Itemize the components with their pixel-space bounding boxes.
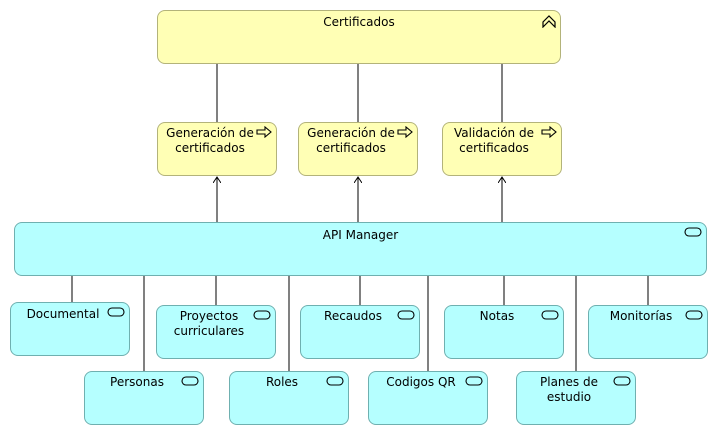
process-arrow-icon xyxy=(256,125,272,141)
service-label: Documental xyxy=(26,307,100,321)
application-service-icon xyxy=(684,226,702,241)
application-service-icon xyxy=(181,375,199,390)
notas-service-node[interactable]: Notas xyxy=(444,305,564,359)
application-service-icon xyxy=(253,309,271,324)
service-label: Monitorías xyxy=(609,309,673,323)
business-service-icon xyxy=(542,14,556,31)
process-arrow-icon xyxy=(397,125,413,141)
application-service-icon xyxy=(397,309,415,324)
process-label: Generación de certificados xyxy=(166,126,254,155)
application-service-icon xyxy=(107,306,125,321)
certificados-service-node[interactable]: Certificados xyxy=(157,10,561,64)
service-label: Recaudos xyxy=(324,309,382,323)
service-label: Notas xyxy=(479,309,515,323)
planes-de-estudio-service-node[interactable]: Planes de estudio xyxy=(516,371,636,425)
roles-service-node[interactable]: Roles xyxy=(229,371,349,425)
application-service-icon xyxy=(685,309,703,324)
process-arrow-icon xyxy=(541,125,557,141)
proyectos-curriculares-service-node[interactable]: Proyectos curriculares xyxy=(156,305,276,359)
application-service-icon xyxy=(613,375,631,390)
service-label: Roles xyxy=(265,375,299,389)
codigos-qr-service-node[interactable]: Codigos QR xyxy=(368,371,488,425)
process-label: Validación de certificados xyxy=(454,126,534,155)
api-manager-node[interactable]: API Manager xyxy=(14,222,707,276)
documental-service-node[interactable]: Documental xyxy=(10,302,130,356)
recaudos-service-node[interactable]: Recaudos xyxy=(300,305,420,359)
generacion-certificados-process-2[interactable]: Generación de certificados xyxy=(298,122,418,176)
certificados-service-label: Certificados xyxy=(323,15,395,29)
service-label: Personas xyxy=(110,375,164,389)
validacion-certificados-process[interactable]: Validación de certificados xyxy=(442,122,562,176)
service-label: Proyectos curriculares xyxy=(173,309,245,338)
service-label: Codigos QR xyxy=(386,375,456,389)
api-manager-label: API Manager xyxy=(322,228,399,242)
application-service-icon xyxy=(465,375,483,390)
application-service-icon xyxy=(326,375,344,390)
application-service-icon xyxy=(541,309,559,324)
service-label: Planes de estudio xyxy=(540,375,598,404)
process-label: Generación de certificados xyxy=(307,126,395,155)
monitorias-service-node[interactable]: Monitorías xyxy=(588,305,708,359)
personas-service-node[interactable]: Personas xyxy=(84,371,204,425)
generacion-certificados-process-1[interactable]: Generación de certificados xyxy=(157,122,277,176)
